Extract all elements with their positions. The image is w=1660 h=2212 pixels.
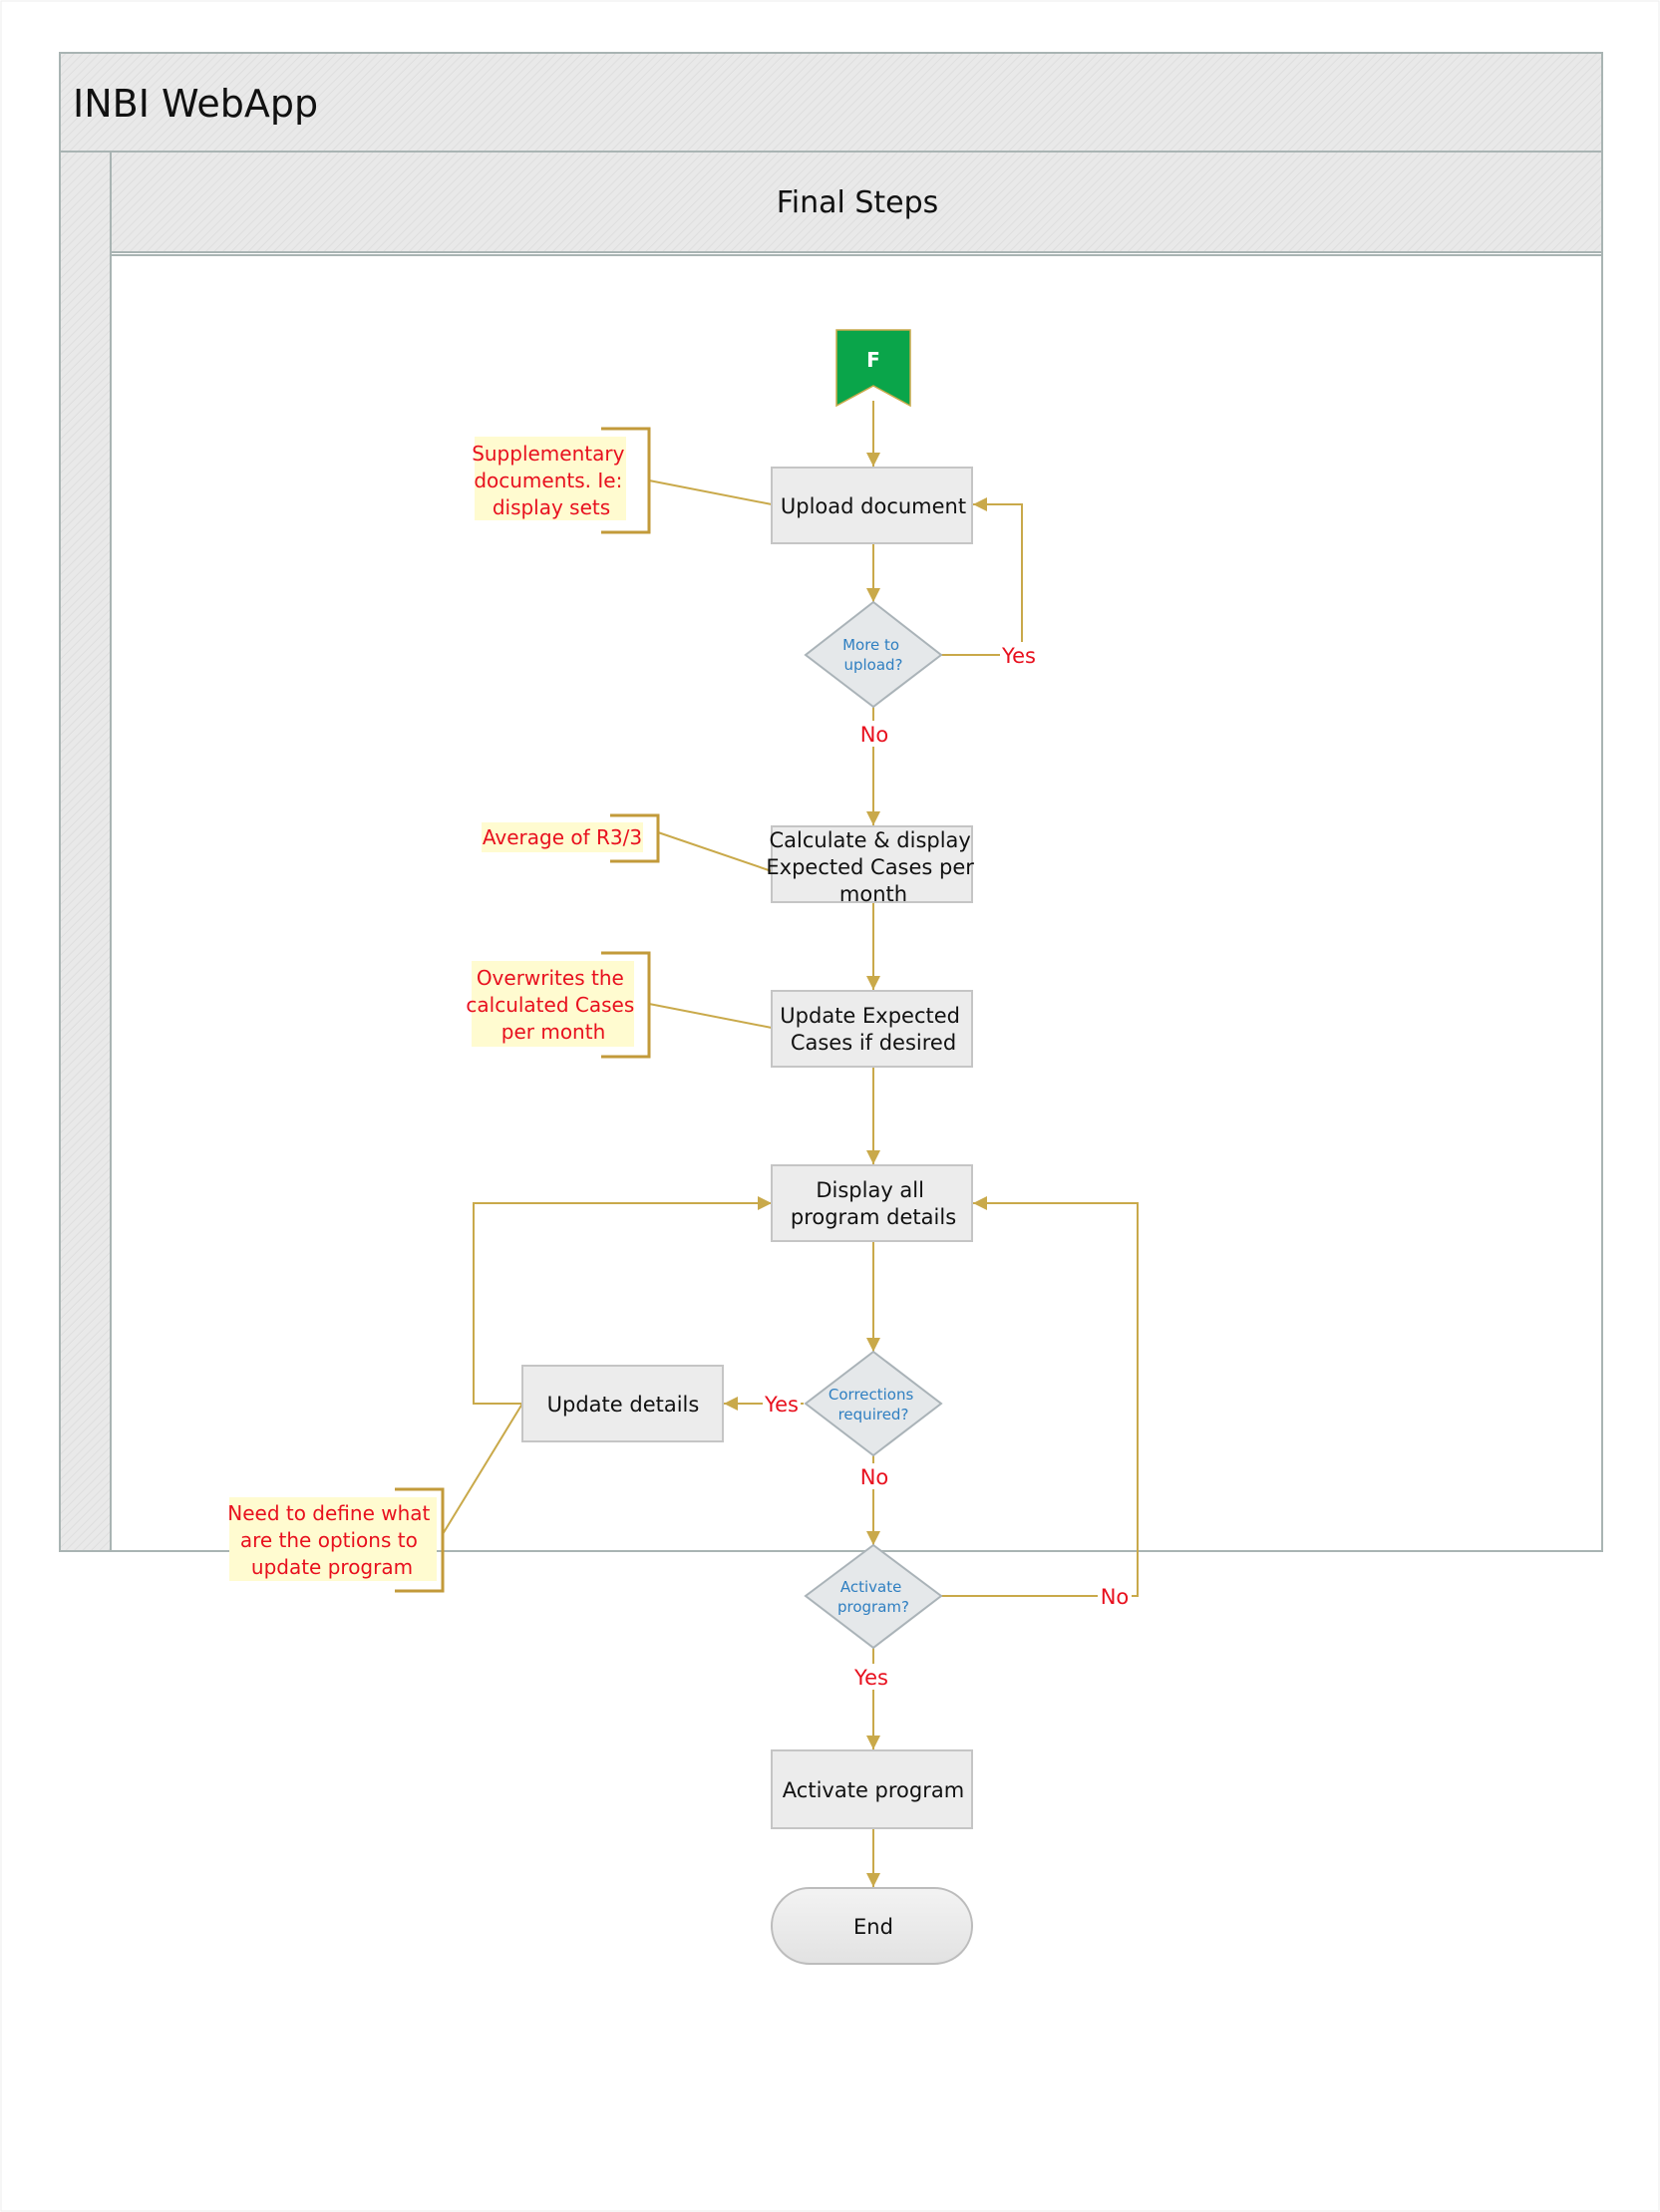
process-calculate-line-1: Calculate & display [769, 828, 970, 852]
annotation-define-line-1: Need to define what [227, 1501, 430, 1525]
terminator-end-label: End [853, 1915, 893, 1939]
annotation-overwrites: Overwrites the calculated Cases per mont… [466, 951, 651, 1059]
annotation-average: Average of R3/3 [482, 813, 660, 863]
connector-labels: Yes No Yes No No Yes [763, 642, 1132, 1690]
decision-more-to-upload[interactable]: More to upload? [804, 600, 943, 709]
annotation-average-line-1: Average of R3/3 [483, 825, 642, 849]
start-label: F [866, 348, 880, 372]
svg-text:Calculate & display Expe: Calculate & display Expected Cases per m… [766, 828, 980, 906]
lane-side-strip [59, 151, 112, 1552]
swimlane-pool: INBI WebApp Final Steps [59, 52, 1603, 1552]
process-calculate-expected-cases[interactable]: Calculate & display Expected Cases per m… [766, 825, 980, 906]
process-display-line-1: Display all [816, 1178, 924, 1202]
svg-text:Update Expected Cases if: Update Expected Cases if desired [780, 1004, 966, 1055]
process-update-details-label: Update details [547, 1393, 700, 1417]
annotation-overwrites-line-3: per month [501, 1020, 606, 1044]
decision-activate-line-1: Activate [840, 1578, 901, 1596]
process-upload-document[interactable]: Upload document [771, 467, 973, 544]
process-activate-program[interactable]: Activate program [771, 1749, 973, 1829]
pool-header [59, 52, 1603, 153]
label-activate-no: No [1101, 1585, 1130, 1609]
decision-more-line-1: More to [842, 636, 899, 654]
decision-activate-line-2: program? [837, 1598, 909, 1616]
process-update-expected-cases[interactable]: Update Expected Cases if desired [771, 990, 973, 1068]
annotation-define-options: Need to define what are the options to u… [227, 1487, 445, 1593]
process-update-details[interactable]: Update details [521, 1365, 724, 1442]
process-display-line-2: program details [791, 1205, 956, 1229]
svg-text:Corrections required?: Corrections required? [829, 1386, 918, 1423]
svg-text:Supplementary documents.: Supplementary documents. Ie: display set… [472, 442, 631, 519]
decision-activate-program[interactable]: Activate program? [804, 1543, 943, 1650]
process-display-program-details[interactable]: Display all program details [771, 1164, 973, 1242]
annotation-supplementary-line-3: display sets [493, 495, 610, 519]
process-update-expected-line-1: Update Expected [780, 1004, 960, 1028]
svg-text:Display all program deta: Display all program details [791, 1178, 956, 1229]
annotation-overwrites-line-1: Overwrites the [477, 966, 624, 990]
svg-text:More to upload?: More to upload? [842, 636, 904, 674]
label-activate-yes: Yes [853, 1666, 888, 1690]
svg-text:Overwrites the calculate: Overwrites the calculated Cases per mont… [466, 966, 640, 1044]
lane-title: Final Steps [777, 185, 939, 220]
annotation-supplementary: Supplementary documents. Ie: display set… [472, 427, 651, 534]
annotation-overwrites-line-2: calculated Cases [466, 993, 634, 1017]
svg-text:Need to define what are: Need to define what are the options to u… [227, 1501, 436, 1579]
annotation-supplementary-line-1: Supplementary [472, 442, 624, 466]
lane-header [110, 151, 1603, 253]
connectors [442, 401, 1139, 1887]
decision-more-line-2: upload? [843, 656, 902, 674]
label-corrections-no: No [860, 1465, 889, 1489]
process-calculate-line-2: Expected Cases per [766, 855, 974, 879]
start-marker[interactable]: F [835, 329, 911, 408]
decision-corrections-required[interactable]: Corrections required? [804, 1350, 943, 1457]
decision-corrections-line-1: Corrections [829, 1386, 914, 1404]
terminator-end[interactable]: End [771, 1887, 973, 1965]
label-corrections-yes: Yes [764, 1393, 799, 1417]
process-calculate-line-3: month [839, 882, 907, 906]
label-more-no: No [860, 723, 889, 747]
process-update-expected-line-2: Cases if desired [791, 1031, 956, 1055]
pool-title: INBI WebApp [73, 82, 318, 126]
label-more-yes: Yes [1001, 644, 1036, 668]
process-upload-document-label: Upload document [781, 494, 966, 518]
annotation-define-line-2: are the options to [240, 1528, 418, 1552]
process-activate-program-label: Activate program [783, 1778, 964, 1802]
annotation-supplementary-line-2: documents. Ie: [474, 469, 622, 492]
annotation-define-line-3: update program [251, 1555, 413, 1579]
svg-text:Activate program?: Activate program? [837, 1578, 909, 1616]
decision-corrections-line-2: required? [838, 1406, 909, 1423]
